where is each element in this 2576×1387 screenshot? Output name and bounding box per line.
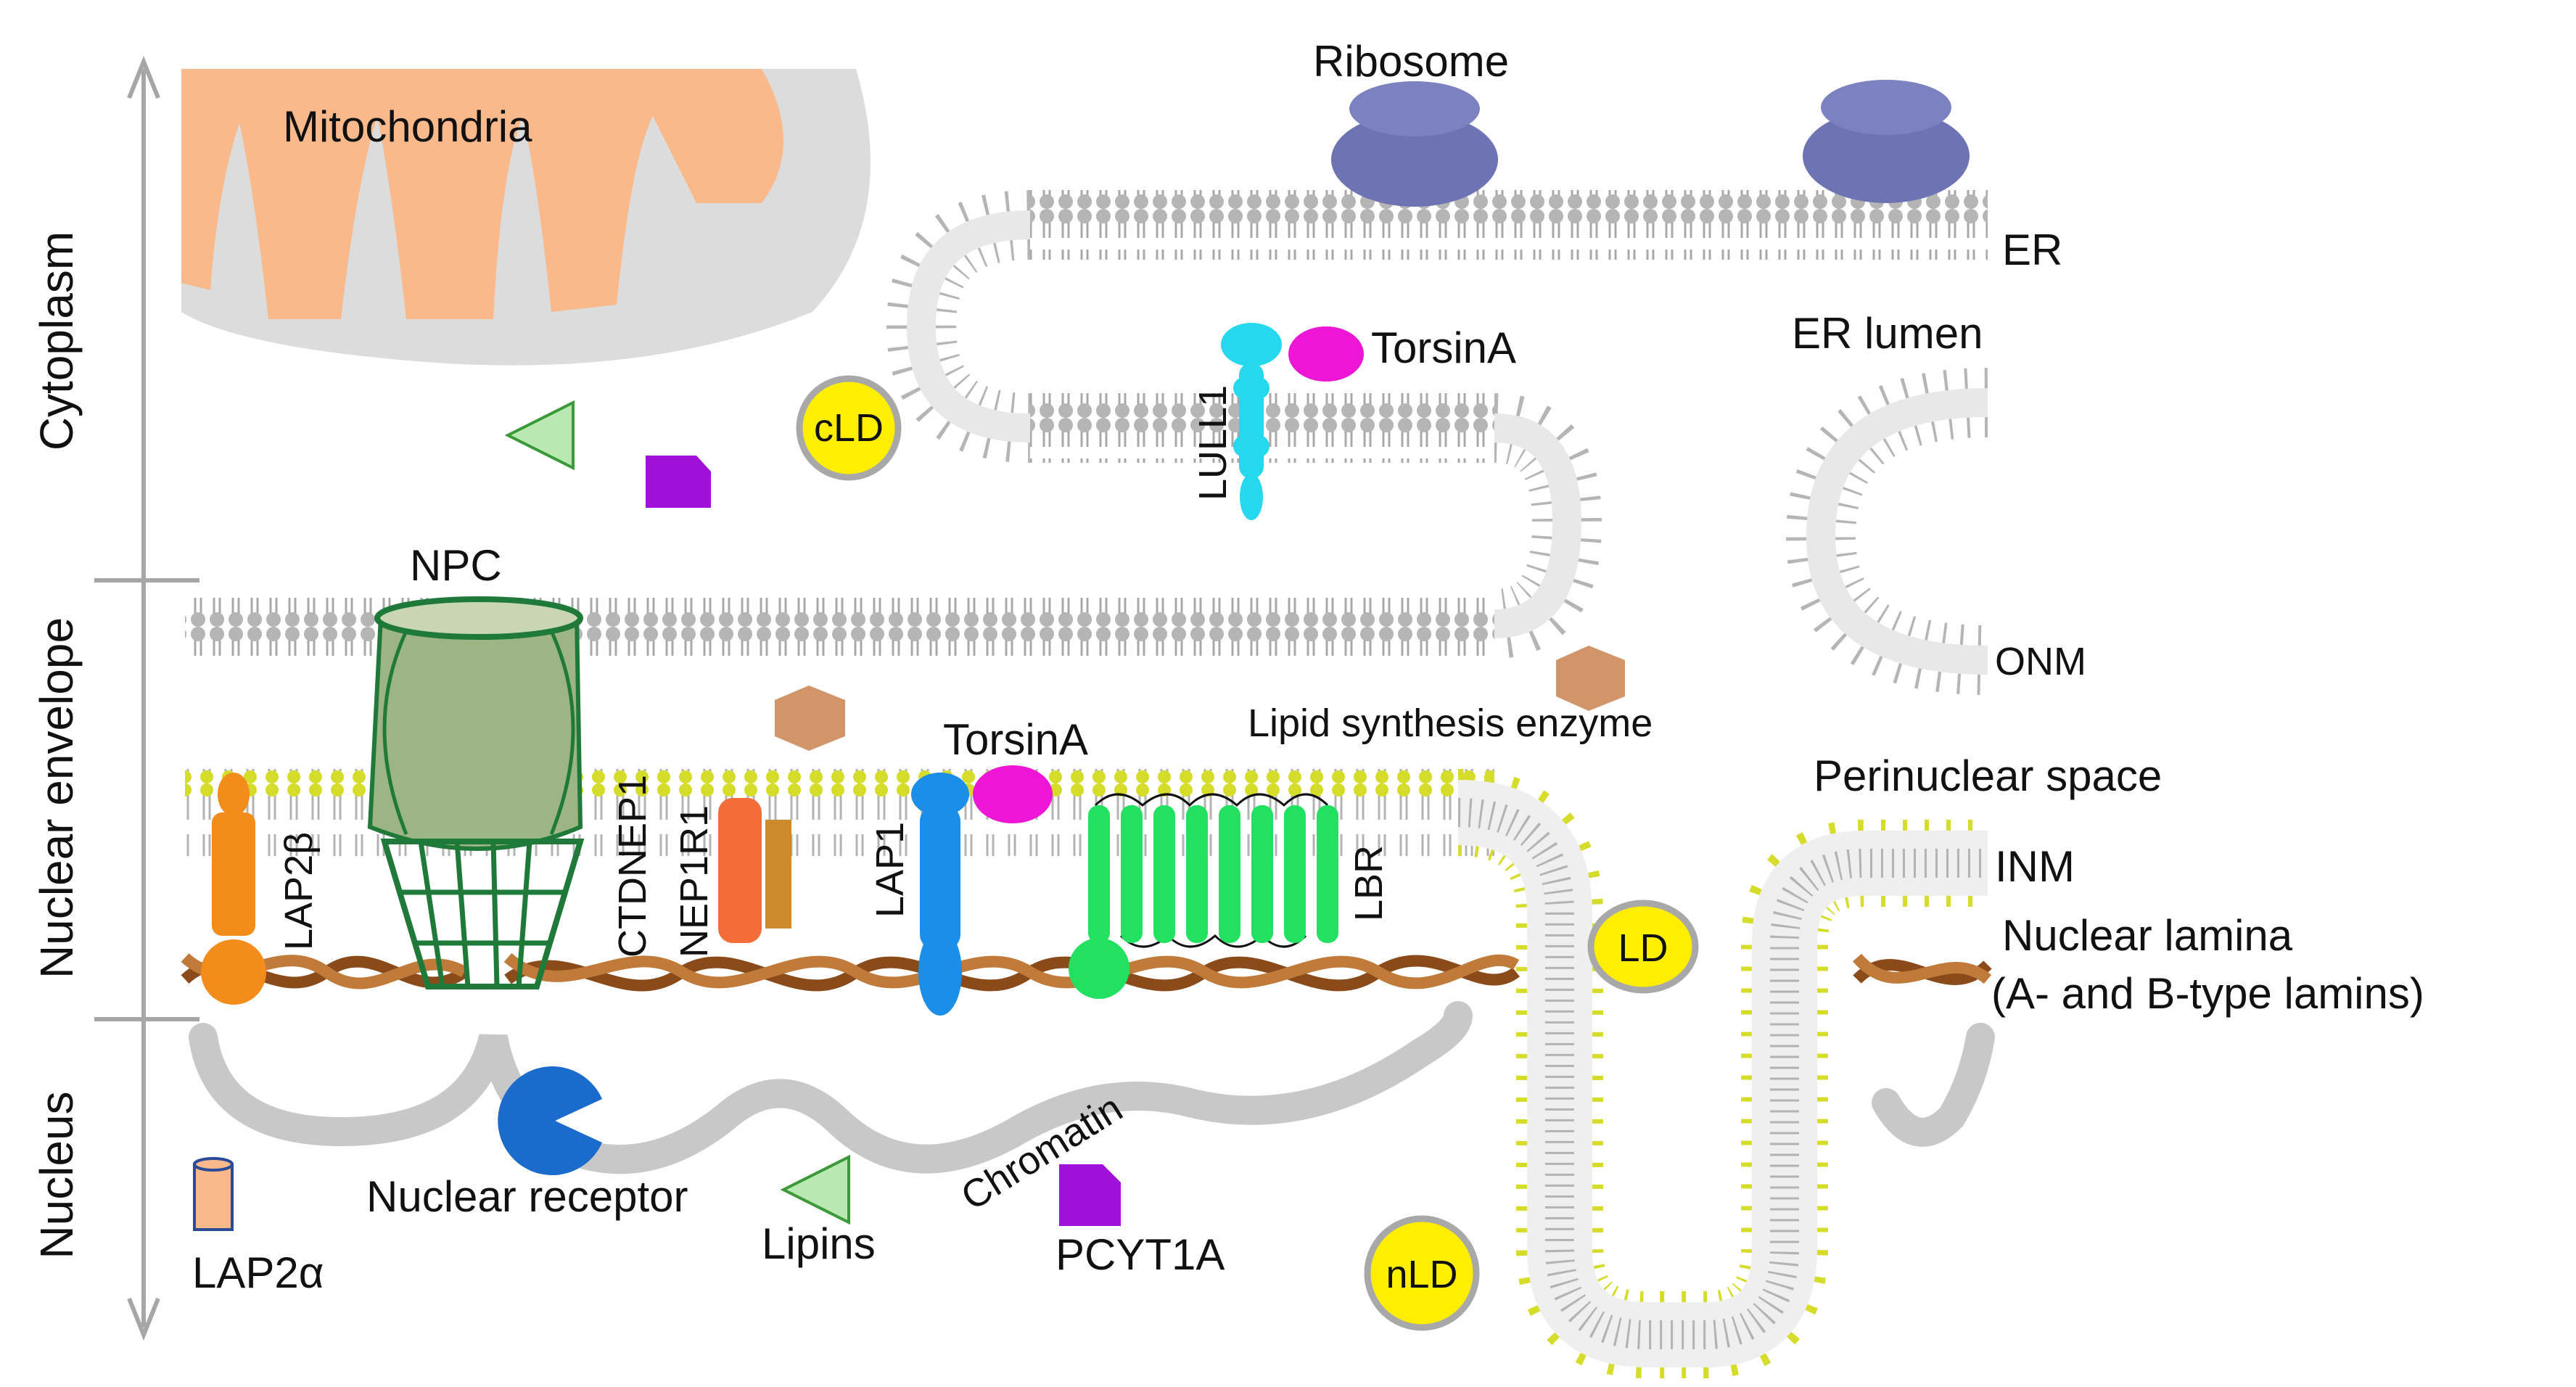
- perinuclear-space-label: Perinuclear space: [1814, 752, 2162, 800]
- lap2a-label: LAP2α: [192, 1248, 324, 1297]
- ribosome-1: [1331, 81, 1498, 207]
- nld-droplet: nLD: [1364, 1215, 1480, 1331]
- lull1-protein: [1221, 323, 1282, 520]
- ctdnep1-label: CTDNEP1: [611, 775, 654, 958]
- torsinA-er: [1288, 326, 1364, 382]
- lipid-enzyme-label: Lipid synthesis enzyme: [1248, 701, 1653, 745]
- lipins-label: Lipins: [762, 1219, 876, 1268]
- ld-droplet: LD: [1587, 900, 1699, 994]
- cld-droplet: cLD: [796, 375, 902, 481]
- lap2b-protein: [201, 773, 266, 1005]
- lbr-label: LBR: [1347, 845, 1391, 921]
- lipins-nucleus: [780, 1154, 850, 1225]
- inm-label: INM: [1995, 842, 2075, 891]
- pcyt1a-cytoplasm: [646, 456, 711, 508]
- chromatin-fiber: [189, 1001, 1995, 1174]
- ribosome-label: Ribosome: [1313, 37, 1509, 86]
- onm-label: ONM: [1995, 640, 2086, 683]
- lull1-label: LULL1: [1191, 385, 1235, 501]
- region-label-nuclear-envelope: Nuclear envelope: [30, 617, 83, 979]
- torsinA-ne: [973, 765, 1053, 823]
- nuclear-receptor: [498, 1066, 602, 1175]
- nuclear-pore-complex: [367, 596, 585, 989]
- nep1r1-label: NEP1R1: [672, 805, 716, 958]
- region-axis: Cytoplasm Nuclear envelope Nucleus: [30, 55, 199, 1341]
- nuclear-receptor-label: Nuclear receptor: [366, 1172, 688, 1221]
- mitochondria-label: Mitochondria: [283, 102, 532, 151]
- lap1-label: LAP1: [868, 822, 912, 918]
- lbr-protein: [1069, 793, 1338, 999]
- mitochondrion: Mitochondria: [181, 69, 871, 366]
- ribosome-2: [1803, 80, 1970, 203]
- nuclear-lamina: [181, 952, 1992, 992]
- pcyt1a-nucleus: [1059, 1164, 1121, 1226]
- ctdnep1-protein: [718, 798, 791, 943]
- npc-label: NPC: [410, 541, 502, 590]
- er-label: ER: [2002, 226, 2062, 274]
- nld-label: nLD: [1386, 1253, 1457, 1296]
- lap2a-protein: [193, 1157, 234, 1231]
- nuclear-lamina-label: Nuclear lamina: [2002, 911, 2293, 960]
- lipin-cytoplasm: [504, 400, 575, 471]
- pcyt1a-label: PCYT1A: [1055, 1230, 1225, 1279]
- er-lumen-label: ER lumen: [1792, 309, 1983, 358]
- cld-label: cLD: [814, 406, 884, 450]
- lipid-synthesis-enzyme-2: [1556, 646, 1625, 711]
- nuclear-lamina-sublabel: (A- and B-type lamins): [1991, 969, 2424, 1018]
- lap2b-label: LAP2β: [277, 832, 321, 950]
- region-label-nucleus: Nucleus: [30, 1091, 83, 1259]
- region-label-cytoplasm: Cytoplasm: [30, 231, 83, 450]
- lap1-protein: [911, 773, 969, 1016]
- lipid-synthesis-enzyme-1: [775, 686, 845, 751]
- ld-label: LD: [1618, 926, 1668, 970]
- torsinA-ne-label: TorsinA: [943, 715, 1088, 764]
- torsinA-er-label: TorsinA: [1371, 324, 1516, 372]
